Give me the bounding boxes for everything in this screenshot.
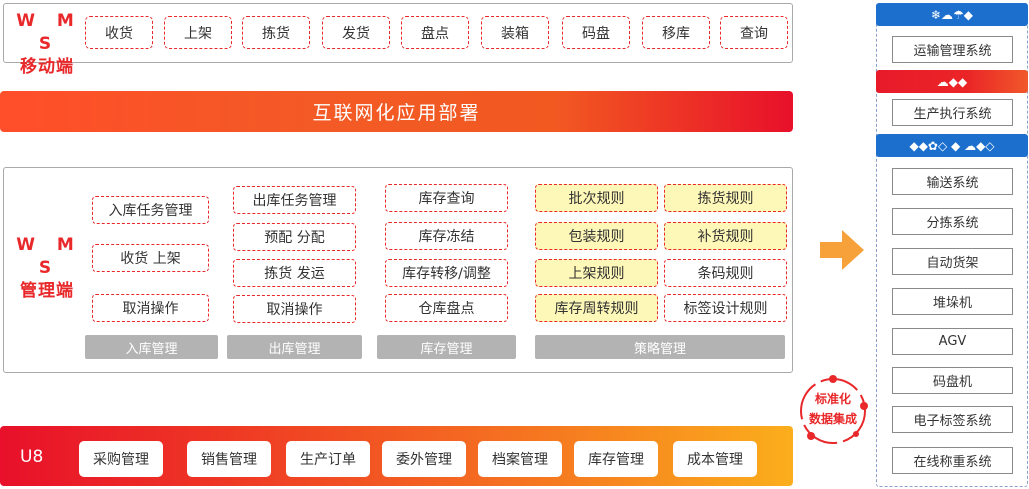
inventory-freeze[interactable]: 库存冻结 — [385, 222, 508, 250]
mobile-btn-query[interactable]: 查询 — [720, 16, 788, 49]
transport-management-system[interactable]: 运输管理系统 — [892, 36, 1013, 63]
u8-btn-cost[interactable]: 成本管理 — [673, 441, 757, 477]
outbound-cancel[interactable]: 取消操作 — [233, 295, 356, 323]
online-weighing-system[interactable]: 在线称重系统 — [892, 447, 1013, 474]
inbound-receive-putaway[interactable]: 收货 上架 — [92, 244, 209, 272]
right-header-3: ◆◆✿◇ ◆ ☁◆◇ — [876, 134, 1028, 157]
right-arrow-icon — [820, 230, 864, 270]
palletizer[interactable]: 码盘机 — [892, 367, 1013, 394]
inbound-task-management[interactable]: 入库任务管理 — [92, 196, 209, 224]
u8-btn-purchase[interactable]: 采购管理 — [79, 441, 163, 477]
mobile-btn-count[interactable]: 盘点 — [401, 16, 469, 49]
mobile-btn-move[interactable]: 移库 — [642, 16, 710, 49]
strategy-replenish-rule[interactable]: 补货规则 — [664, 222, 787, 250]
badge-line1: 标准化 — [814, 392, 851, 406]
mobile-btn-pallet[interactable]: 码盘 — [562, 16, 630, 49]
outbound-pick-ship[interactable]: 拣货 发运 — [233, 259, 356, 287]
badge-line2: 数据集成 — [808, 412, 857, 426]
strategy-turnover-rule[interactable]: 库存周转规则 — [535, 294, 658, 322]
mobile-btn-pick[interactable]: 拣货 — [242, 16, 310, 49]
mobile-btn-ship[interactable]: 发货 — [322, 16, 390, 49]
electronic-label-system[interactable]: 电子标签系统 — [892, 406, 1013, 433]
production-execution-system[interactable]: 生产执行系统 — [892, 99, 1013, 126]
right-header-2: ☁◆◆ — [876, 70, 1028, 93]
u8-btn-inventory[interactable]: 库存管理 — [574, 441, 658, 477]
strategy-barcode-rule[interactable]: 条码规则 — [664, 259, 787, 287]
strategy-batch-rule[interactable]: 批次规则 — [535, 184, 658, 212]
mobile-btn-pack[interactable]: 装箱 — [481, 16, 549, 49]
inventory-query[interactable]: 库存查询 — [385, 184, 508, 212]
mobile-btn-putaway[interactable]: 上架 — [164, 16, 232, 49]
u8-btn-sales[interactable]: 销售管理 — [187, 441, 271, 477]
agv[interactable]: AGV — [892, 328, 1013, 355]
strategy-label-design-rule[interactable]: 标签设计规则 — [664, 294, 787, 322]
u8-btn-production[interactable]: 生产订单 — [286, 441, 370, 477]
strategy-group-label: 策略管理 — [535, 335, 785, 359]
strategy-pick-rule[interactable]: 拣货规则 — [664, 184, 787, 212]
inbound-group-label: 入库管理 — [85, 335, 218, 359]
conveyor-system[interactable]: 输送系统 — [892, 168, 1013, 195]
automated-rack[interactable]: 自动货架 — [892, 248, 1013, 275]
mobile-btn-receive[interactable]: 收货 — [85, 16, 153, 49]
outbound-task-management[interactable]: 出库任务管理 — [233, 186, 356, 214]
right-header-1: ❄☁☂◆ — [876, 3, 1028, 26]
inventory-transfer-adjust[interactable]: 库存转移/调整 — [385, 259, 508, 287]
u8-btn-archive[interactable]: 档案管理 — [478, 441, 562, 477]
u8-btn-outsourcing[interactable]: 委外管理 — [382, 441, 466, 477]
wms-management-label: W M S 管理端 — [16, 235, 82, 301]
inbound-cancel[interactable]: 取消操作 — [92, 294, 209, 322]
data-integration-badge-icon — [800, 375, 868, 444]
strategy-putaway-rule[interactable]: 上架规则 — [535, 259, 658, 287]
warehouse-stocktake[interactable]: 仓库盘点 — [385, 294, 508, 322]
wms-mobile-label: W M S 移动端 — [16, 11, 82, 77]
outbound-group-label: 出库管理 — [227, 335, 362, 359]
u8-label: U8 — [20, 447, 44, 467]
sorting-system[interactable]: 分拣系统 — [892, 208, 1013, 235]
outbound-allocate[interactable]: 预配 分配 — [233, 223, 356, 251]
stacker-crane[interactable]: 堆垛机 — [892, 288, 1013, 315]
inventory-group-label: 库存管理 — [377, 335, 516, 359]
internet-deployment-banner: 互联网化应用部署 — [0, 91, 793, 132]
strategy-pack-rule[interactable]: 包装规则 — [535, 222, 658, 250]
